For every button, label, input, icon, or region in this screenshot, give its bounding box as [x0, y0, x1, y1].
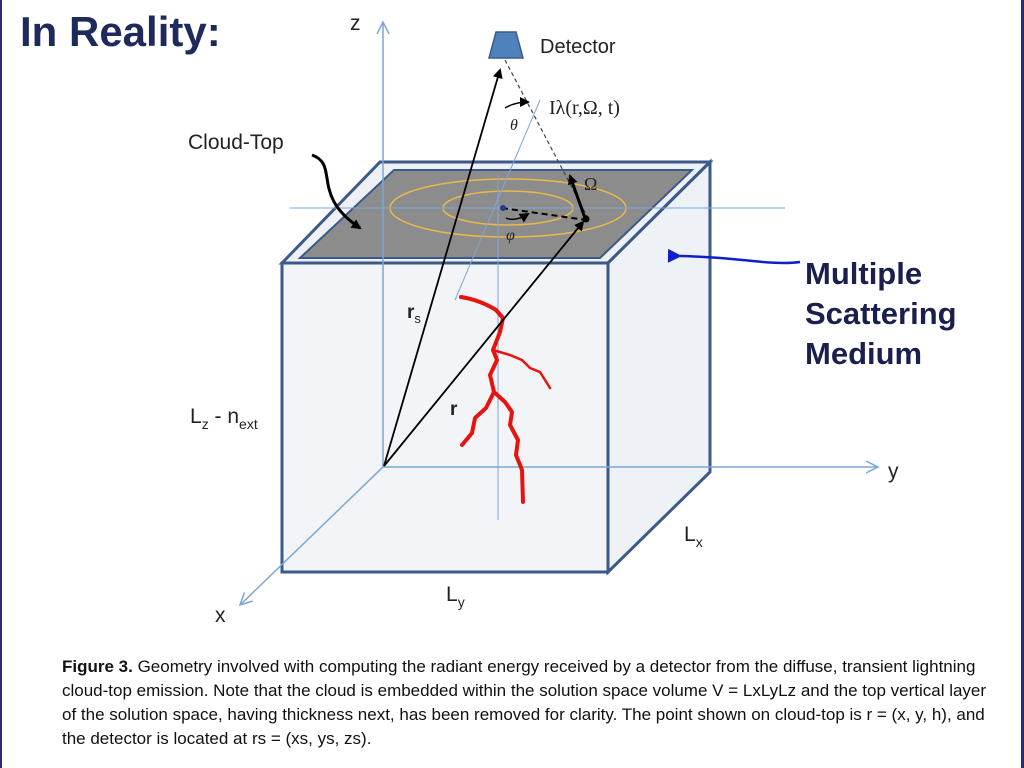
slide-border-left	[0, 0, 2, 768]
r-label: r	[450, 399, 458, 420]
lightning-channel	[459, 295, 552, 504]
phi-label: φ	[506, 227, 515, 244]
cloud-top-label: Cloud-Top	[188, 131, 284, 154]
z-axis-label: z	[350, 12, 361, 35]
ly-label: Ly	[446, 583, 465, 610]
figure-caption: Figure 3. Geometry involved with computi…	[62, 655, 1002, 751]
detector-label: Detector	[540, 36, 616, 58]
rs-label: rs	[407, 302, 421, 326]
geometry-diagram: z y x Detector Cloud-Top Iλ(r,Ω, t) θ φ …	[188, 12, 899, 627]
theta-label: θ	[510, 117, 518, 134]
x-axis-label: x	[215, 604, 226, 627]
lz-next-label: Lz - next	[190, 405, 258, 432]
multiple-scattering-medium-label: Multiple Scattering Medium	[805, 256, 957, 371]
solution-box	[278, 158, 714, 576]
coordinate-axes	[240, 22, 878, 605]
cloud-top-pointer	[311, 153, 362, 230]
detector-icon	[488, 31, 524, 59]
y-axis-label: y	[888, 460, 899, 483]
lx-label: Lx	[684, 523, 703, 550]
figure-number: Figure 3.	[62, 657, 133, 676]
radiance-label: Iλ(r,Ω, t)	[549, 97, 620, 119]
slide-title: In Reality:	[20, 8, 221, 55]
position-vectors	[383, 59, 590, 467]
omega-label: Ω	[584, 174, 597, 194]
slide-border-right	[1021, 0, 1024, 768]
medium-pointer	[667, 248, 801, 265]
caption-text: Geometry involved with computing the rad…	[62, 657, 987, 748]
cloud-top-surface	[297, 169, 695, 259]
